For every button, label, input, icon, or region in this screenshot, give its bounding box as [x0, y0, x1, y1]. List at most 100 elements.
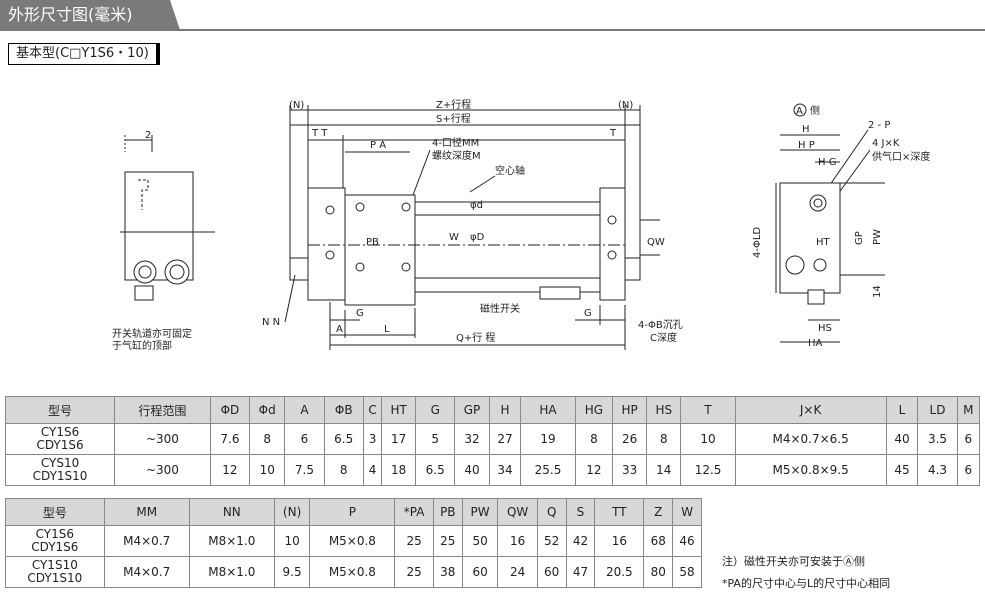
table-cell: 6.5	[323, 423, 364, 455]
table-cell: 27	[488, 423, 522, 455]
dim-G-right: G	[584, 308, 592, 319]
dim-G-left: G	[356, 308, 364, 319]
table-cell: 40	[885, 423, 919, 455]
table-header-cell: TT	[594, 498, 645, 526]
table-header-cell: QW	[497, 498, 538, 526]
table-cell: 33	[612, 454, 648, 486]
table-header-cell: 行程范围	[114, 396, 211, 424]
table-header-cell: M	[956, 396, 981, 424]
table-header-cell: J×K	[734, 396, 887, 424]
table-cell: 47	[565, 556, 596, 588]
table-cell: 25	[394, 556, 434, 588]
table-cell: 45	[885, 454, 919, 486]
table-cell: ~300	[114, 423, 211, 455]
table-header-cell: G	[415, 396, 456, 424]
dim-JK: 4 J×K	[872, 138, 900, 149]
top-rail-view: 2 开关轨道亦可固定 于气缸的顶部	[112, 130, 215, 352]
table-header-cell: ΦB	[323, 396, 364, 424]
dim-HP: H P	[798, 140, 815, 151]
table-cell: 6.5	[415, 454, 456, 486]
table-cell: 60	[536, 556, 567, 588]
table-cell: 6	[956, 454, 981, 486]
side-view: A 侧 H H P H G 2 - P 4 J×K 供气口×深度 4-ΦLD G…	[752, 103, 930, 349]
dim-S: S+行程	[436, 112, 471, 125]
table-cell: 80	[643, 556, 674, 588]
counterbore-label-1: 4-ΦB沉孔	[638, 318, 683, 331]
switch-label: 磁性开关	[480, 302, 520, 315]
table-cell: CYS10 CDY1S10	[4, 454, 116, 486]
table-cell: 26	[612, 423, 648, 455]
header-rule	[0, 29, 985, 31]
note-switch: 注）磁性开关亦可安装于Ⓐ侧	[722, 555, 865, 568]
dim-H: H	[802, 124, 810, 135]
dim-phi-D: φD	[470, 232, 485, 243]
dim-TT: T T	[311, 128, 328, 139]
table-cell: 32	[454, 423, 490, 455]
table-cell: 8	[249, 423, 286, 455]
mm-label-2: 螺纹深度M	[432, 149, 481, 162]
note-pa: *PA的尺寸中心与L的尺寸中心相同	[722, 577, 891, 590]
table-cell: 3.5	[917, 423, 958, 455]
table-cell: CY1S6 CDY1S6	[5, 525, 105, 557]
table-header-cell: HT	[381, 396, 417, 424]
table-cell: 42	[565, 525, 596, 557]
dim-PB: PB	[366, 237, 379, 248]
table-header-cell: *PA	[394, 498, 434, 526]
table-cell: 12.5	[680, 454, 736, 486]
table-cell: M5×0.8×9.5	[734, 454, 887, 486]
table-cell: M8×1.0	[188, 525, 275, 557]
table-cell: 7.5	[284, 454, 325, 486]
dim-N-left: (N)	[289, 100, 304, 111]
table-cell: 25	[394, 525, 434, 557]
table-header-cell: ΦD	[209, 396, 251, 424]
section-title: 外形尺寸图(毫米)	[0, 0, 180, 30]
table-cell: ~300	[114, 454, 211, 486]
table-cell: M5×0.8	[309, 525, 396, 557]
table-cell: 16	[497, 525, 538, 557]
mm-label-1: 4-口径MM	[432, 136, 479, 149]
table-cell: 18	[381, 454, 417, 486]
table-cell: 68	[643, 525, 674, 557]
table-cell: 10	[680, 423, 736, 455]
rail-caption-line2: 于气缸的顶部	[112, 339, 172, 352]
section-header: 外形尺寸图(毫米)	[0, 0, 985, 32]
table-cell: 4	[362, 454, 383, 486]
table-cell: M8×1.0	[188, 556, 275, 588]
table-cell: M4×0.7	[103, 525, 190, 557]
table-cell: 12	[209, 454, 251, 486]
table-cell: 25.5	[520, 454, 576, 486]
table-cell: M4×0.7×6.5	[734, 423, 887, 455]
dim-PW: PW	[872, 229, 883, 245]
table-cell: 20.5	[594, 556, 645, 588]
dim-2-label: 2	[145, 130, 151, 141]
table-header-cell: 型号	[4, 396, 116, 424]
table-cell: 8	[323, 454, 364, 486]
table-cell: 6	[956, 423, 981, 455]
table-header-cell: A	[284, 396, 325, 424]
table-header-cell: W	[672, 498, 702, 526]
dim-N-right: (N)	[618, 100, 633, 111]
table-cell: 38	[432, 556, 463, 588]
dim-14: 14	[872, 285, 883, 298]
dim-W: W	[449, 232, 459, 243]
dim-L: L	[384, 324, 390, 335]
table-cell: 8	[646, 423, 682, 455]
table-cell: CY1S10 CDY1S10	[5, 556, 105, 588]
hollow-shaft-label: 空心轴	[495, 164, 525, 177]
table-cell: 34	[488, 454, 522, 486]
dim-Q: Q+行 程	[456, 331, 495, 344]
table-header-cell: T	[680, 396, 736, 424]
table-header-cell: Φd	[249, 396, 286, 424]
table-cell: 8	[574, 423, 614, 455]
dim-LD: 4-ΦLD	[752, 227, 763, 258]
dim-QW: QW	[647, 237, 665, 248]
dim-HT: HT	[816, 237, 831, 248]
dim-HS: HS	[818, 323, 832, 334]
table-cell: 60	[461, 556, 499, 588]
rail-caption-line1: 开关轨道亦可固定	[112, 327, 192, 340]
side-A-mark: A	[796, 106, 803, 117]
table-header-cell: L	[885, 396, 919, 424]
